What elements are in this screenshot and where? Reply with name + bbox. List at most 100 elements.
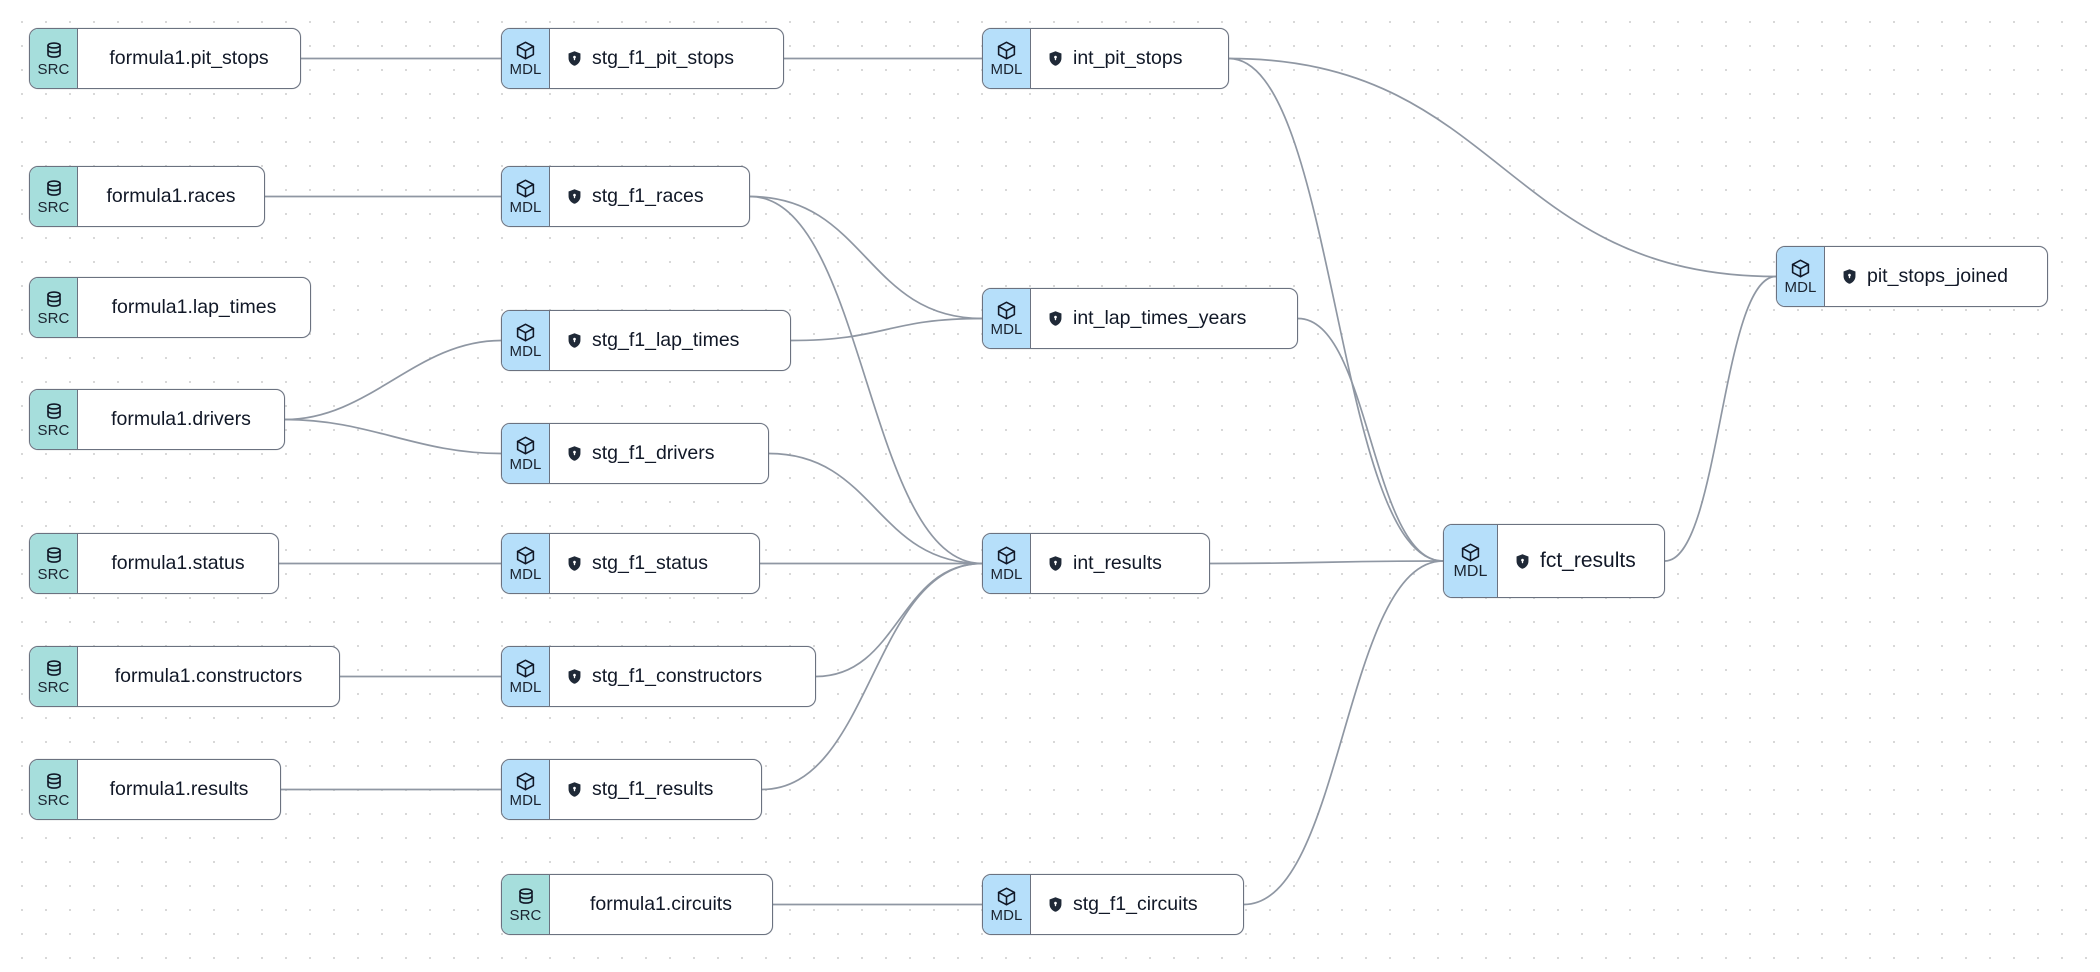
node-label: int_results: [1073, 552, 1162, 574]
edge-src_drivers-to-stg_drivers[interactable]: [284, 418, 502, 455]
node-type-badge-fct_results: MDL: [1444, 525, 1498, 597]
node-stg_lap_times[interactable]: MDL stg_f1_lap_times: [501, 310, 791, 371]
edge-fct_results-to-pit_stops_joined[interactable]: [1664, 275, 1777, 562]
node-type-badge-src_drivers: SRC: [30, 390, 78, 449]
node-src_circuits[interactable]: SRC formula1.circuits: [501, 874, 773, 935]
edge-stg_races-to-int_results[interactable]: [749, 195, 983, 565]
node-src_status[interactable]: SRC formula1.status: [29, 533, 279, 594]
node-fct_results[interactable]: MDL fct_results: [1443, 524, 1665, 598]
node-stg_constructors[interactable]: MDL stg_f1_constructors: [501, 646, 816, 707]
node-label: int_pit_stops: [1073, 47, 1183, 69]
node-body: stg_f1_results: [550, 760, 761, 819]
node-label: formula1.circuits: [590, 893, 732, 915]
node-label: formula1.drivers: [111, 408, 251, 430]
shield-icon: [1514, 553, 1531, 570]
node-label: stg_f1_drivers: [592, 442, 715, 464]
edge-src_drivers-to-stg_lap_times[interactable]: [284, 339, 502, 421]
badge-label: MDL: [990, 907, 1023, 924]
node-int_lap_times_years[interactable]: MDL int_lap_times_years: [982, 288, 1298, 349]
cube-icon: [996, 545, 1017, 566]
cube-icon: [515, 40, 536, 61]
shield-icon: [568, 556, 581, 571]
shield-icon: [566, 50, 583, 67]
database-icon: [44, 41, 64, 61]
node-type-badge-src_results: SRC: [30, 760, 78, 819]
badge-label: SRC: [37, 565, 70, 583]
node-body: formula1.races: [78, 167, 264, 226]
node-body: stg_f1_circuits: [1031, 875, 1243, 934]
node-int_results[interactable]: MDL int_results: [982, 533, 1210, 594]
node-body: stg_f1_pit_stops: [550, 29, 783, 88]
edge-stg_constructors-to-int_results[interactable]: [815, 562, 983, 678]
edge-stg_lap_times-to-int_lap_times_years[interactable]: [790, 317, 983, 342]
edge-stg_drivers-to-int_results[interactable]: [768, 452, 983, 565]
badge-label: MDL: [509, 61, 542, 78]
node-stg_results[interactable]: MDL stg_f1_results: [501, 759, 762, 820]
node-src_results[interactable]: SRC formula1.results: [29, 759, 281, 820]
node-type-badge-stg_status: MDL: [502, 534, 550, 593]
node-label: fct_results: [1540, 549, 1636, 572]
shield-icon: [1516, 553, 1529, 569]
shield-icon: [568, 333, 581, 348]
cube-icon: [515, 435, 536, 456]
node-type-badge-stg_races: MDL: [502, 167, 550, 226]
node-body: formula1.results: [78, 760, 280, 819]
badge-label: SRC: [37, 309, 70, 327]
edge-int_results-to-fct_results[interactable]: [1209, 560, 1444, 565]
node-stg_status[interactable]: MDL stg_f1_status: [501, 533, 760, 594]
badge-label: MDL: [509, 343, 542, 360]
node-type-badge-stg_circuits: MDL: [983, 875, 1031, 934]
node-type-badge-stg_lap_times: MDL: [502, 311, 550, 370]
node-type-badge-src_races: SRC: [30, 167, 78, 226]
badge-label: MDL: [509, 456, 542, 473]
shield-icon: [1049, 897, 1062, 912]
node-body: stg_f1_races: [550, 167, 749, 226]
database-icon: [516, 887, 536, 907]
shield-icon: [1047, 896, 1064, 913]
edge-int_pit_stops-to-pit_stops_joined[interactable]: [1228, 57, 1777, 278]
node-label: formula1.pit_stops: [109, 47, 269, 69]
node-type-badge-stg_results: MDL: [502, 760, 550, 819]
node-src_drivers[interactable]: SRC formula1.drivers: [29, 389, 285, 450]
node-pit_stops_joined[interactable]: MDL pit_stops_joined: [1776, 246, 2048, 307]
node-type-badge-int_results: MDL: [983, 534, 1031, 593]
badge-label: MDL: [509, 199, 542, 216]
badge-label: SRC: [37, 198, 70, 216]
shield-icon: [1843, 269, 1856, 284]
node-stg_races[interactable]: MDL stg_f1_races: [501, 166, 750, 227]
node-stg_pit_stops[interactable]: MDL stg_f1_pit_stops: [501, 28, 784, 89]
badge-label: MDL: [990, 566, 1023, 583]
cube-icon: [515, 658, 536, 679]
node-label: stg_f1_results: [592, 778, 714, 800]
node-int_pit_stops[interactable]: MDL int_pit_stops: [982, 28, 1229, 89]
node-body: formula1.constructors: [78, 647, 339, 706]
badge-label: SRC: [37, 791, 70, 809]
node-body: stg_f1_constructors: [550, 647, 815, 706]
node-stg_circuits[interactable]: MDL stg_f1_circuits: [982, 874, 1244, 935]
node-type-badge-int_pit_stops: MDL: [983, 29, 1031, 88]
node-body: stg_f1_status: [550, 534, 759, 593]
badge-label: MDL: [1784, 279, 1817, 296]
node-type-badge-stg_drivers: MDL: [502, 424, 550, 483]
node-type-badge-stg_constructors: MDL: [502, 647, 550, 706]
edge-stg_races-to-int_lap_times_years[interactable]: [749, 195, 983, 320]
node-label: stg_f1_constructors: [592, 665, 763, 687]
badge-label: SRC: [509, 906, 542, 924]
node-body: pit_stops_joined: [1825, 247, 2047, 306]
edge-stg_circuits-to-fct_results[interactable]: [1243, 560, 1444, 906]
edge-int_lap_times_years-to-fct_results[interactable]: [1297, 317, 1444, 562]
node-stg_drivers[interactable]: MDL stg_f1_drivers: [501, 423, 769, 484]
shield-icon: [1049, 556, 1062, 571]
shield-icon: [566, 668, 583, 685]
shield-icon: [1049, 51, 1062, 66]
node-body: formula1.status: [78, 534, 278, 593]
node-src_races[interactable]: SRC formula1.races: [29, 166, 265, 227]
badge-label: SRC: [37, 421, 70, 439]
node-label: formula1.constructors: [114, 665, 303, 687]
node-label: stg_f1_races: [592, 185, 704, 207]
node-label: stg_f1_lap_times: [592, 329, 740, 351]
